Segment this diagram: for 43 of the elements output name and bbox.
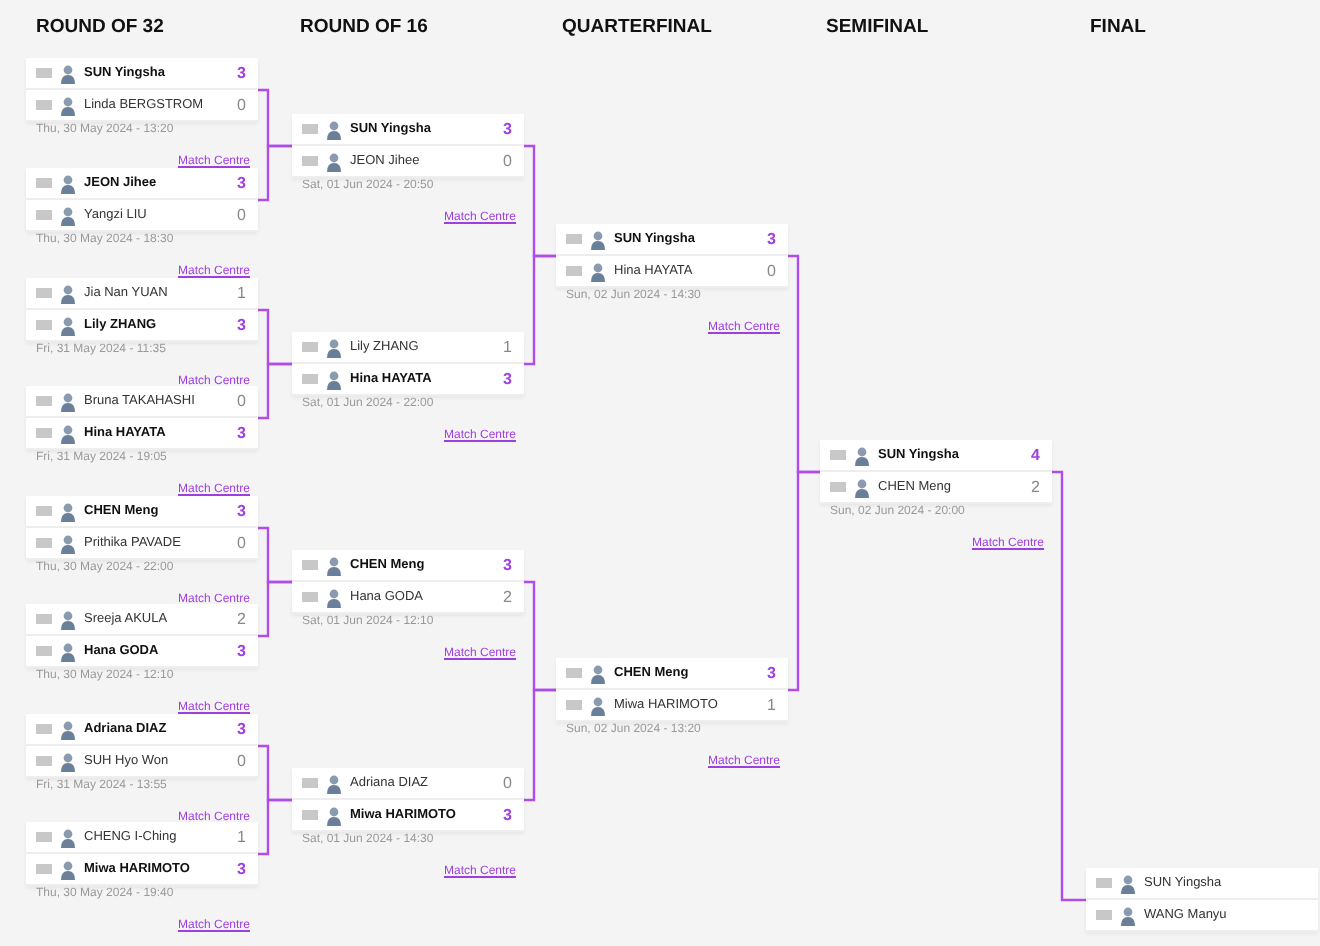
- score: 0: [767, 262, 776, 280]
- bracket-line: [524, 254, 556, 366]
- score: 0: [237, 206, 246, 224]
- score: 2: [503, 588, 512, 606]
- score: 3: [767, 664, 776, 682]
- score: 3: [237, 720, 246, 738]
- score: 3: [503, 370, 512, 388]
- score: 0: [237, 392, 246, 410]
- score: 0: [503, 152, 512, 170]
- score: 2: [237, 610, 246, 628]
- score: 0: [237, 96, 246, 114]
- score: 3: [237, 642, 246, 660]
- bracket-line: [1052, 470, 1086, 902]
- score: 3: [503, 120, 512, 138]
- score: 1: [237, 828, 246, 846]
- score: 3: [767, 230, 776, 248]
- score: 1: [237, 284, 246, 302]
- score: 2: [1031, 478, 1040, 496]
- score: 3: [237, 424, 246, 442]
- round-heading: FINAL: [1090, 16, 1146, 38]
- bracket-line: [788, 470, 820, 692]
- score: 3: [503, 556, 512, 574]
- round-heading: SEMIFINAL: [826, 16, 929, 38]
- score: 3: [237, 64, 246, 82]
- bracket-line: [258, 798, 292, 856]
- score: 0: [237, 752, 246, 770]
- score: 3: [237, 502, 246, 520]
- score: 3: [237, 860, 246, 878]
- round-heading: QUARTERFINAL: [562, 16, 712, 38]
- bracket-line: [258, 362, 292, 420]
- round-heading: ROUND OF 16: [300, 16, 428, 38]
- score: 3: [503, 806, 512, 824]
- score: 1: [503, 338, 512, 356]
- round-heading: ROUND OF 32: [36, 16, 164, 38]
- bracket-line: [258, 580, 292, 638]
- score: 3: [237, 316, 246, 334]
- bracket-line: [258, 144, 292, 202]
- score: 3: [237, 174, 246, 192]
- score: 4: [1031, 446, 1040, 464]
- score: 0: [503, 774, 512, 792]
- bracket-line: [524, 688, 556, 802]
- score: 0: [237, 534, 246, 552]
- score: 1: [767, 696, 776, 714]
